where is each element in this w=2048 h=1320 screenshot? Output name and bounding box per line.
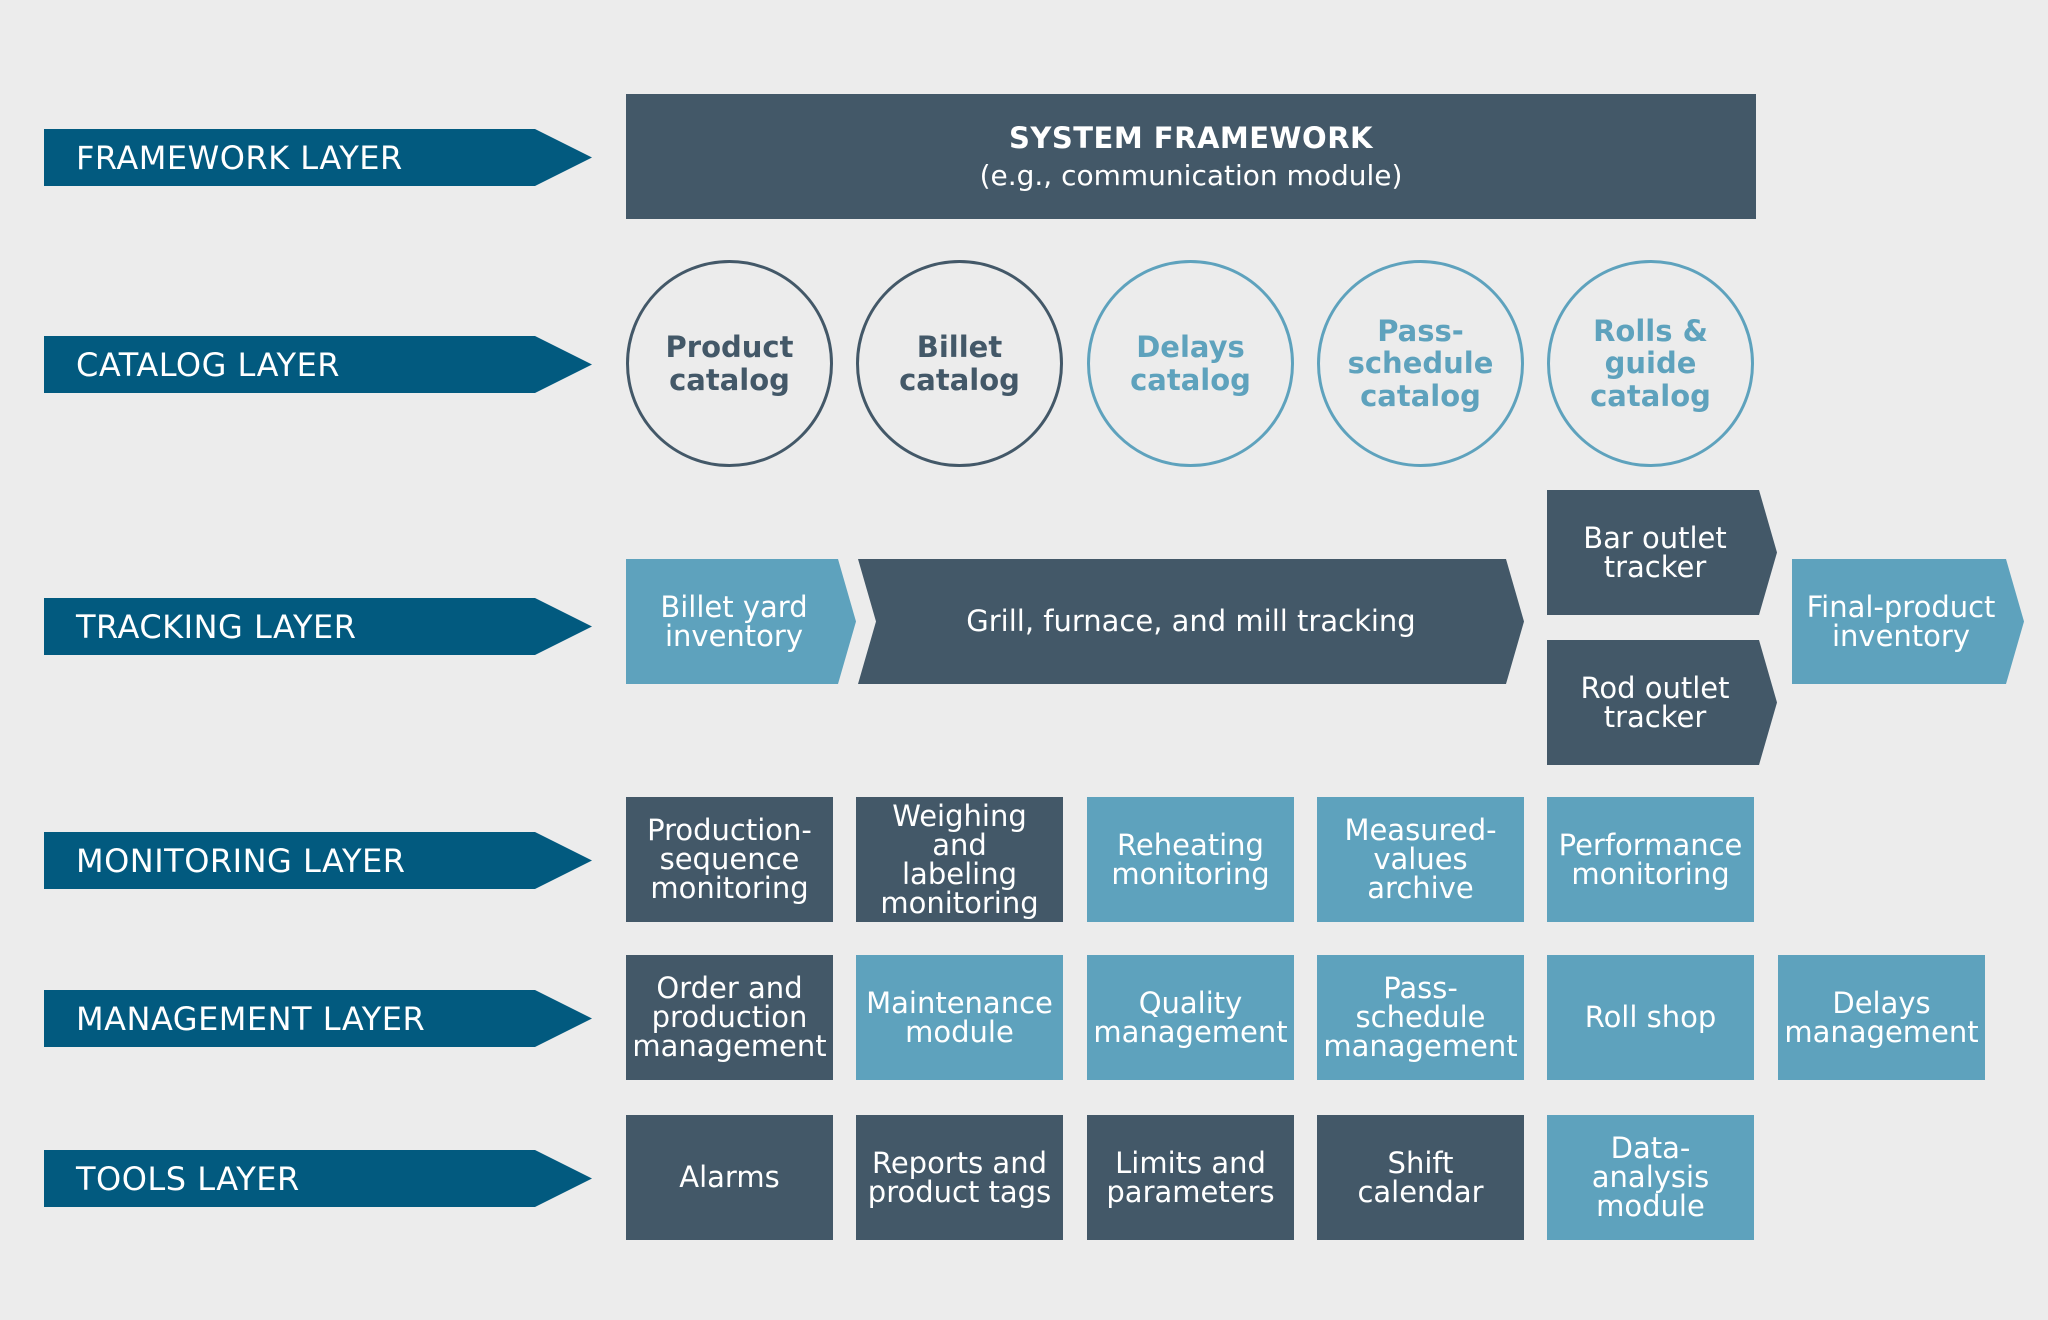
pass-schedule-catalog-label: Pass- schedule catalog	[1347, 313, 1494, 413]
alarms-label: Alarms	[679, 1160, 780, 1194]
weighing-labeling-monitoring-label: Weighing and labeling monitoring	[880, 798, 1039, 920]
shift-calendar-box: Shift calendar	[1317, 1115, 1524, 1240]
reheating-monitoring-label: Reheating monitoring	[1111, 827, 1270, 891]
grill-furnace-mill-tracking-label: Grill, furnace, and mill tracking	[966, 604, 1416, 638]
billet-yard-inventory-label: Billet yard inventory	[660, 589, 808, 653]
pass-schedule-catalog-circle: Pass- schedule catalog	[1317, 260, 1524, 467]
order-production-management-label: Order and production management	[632, 971, 827, 1063]
billet-yard-inventory-box: Billet yard inventory	[626, 559, 856, 684]
shift-calendar-label: Shift calendar	[1357, 1145, 1484, 1209]
data-analysis-module-label: Data-analysis module	[1591, 1131, 1710, 1223]
measured-values-archive-box: Measured- values archive	[1317, 797, 1524, 922]
framework-layer-label: FRAMEWORK LAYER	[44, 129, 592, 186]
reports-product-tags-box: Reports and product tags	[856, 1115, 1063, 1240]
quality-management-box: Quality management	[1087, 955, 1294, 1080]
product-catalog-circle: Product catalog	[626, 260, 833, 467]
rod-outlet-tracker-label: Rod outlet tracker	[1580, 670, 1730, 734]
roll-shop-box: Roll shop	[1547, 955, 1754, 1080]
quality-management-label: Quality management	[1093, 985, 1288, 1049]
billet-catalog-circle: Billet catalog	[856, 260, 1063, 467]
reports-product-tags-label: Reports and product tags	[867, 1145, 1052, 1209]
final-product-inventory-box: Final-product inventory	[1792, 559, 2024, 684]
grill-furnace-mill-tracking-box: Grill, furnace, and mill tracking	[858, 559, 1524, 684]
pass-schedule-management-label: Pass- schedule management	[1323, 971, 1518, 1063]
product-catalog-label: Product catalog	[665, 330, 794, 397]
bar-outlet-tracker-label: Bar outlet tracker	[1583, 520, 1727, 584]
maintenance-module-label: Maintenance module	[866, 985, 1053, 1049]
data-analysis-module-box: Data-analysis module	[1547, 1115, 1754, 1240]
system-framework-box: SYSTEM FRAMEWORK (e.g., communication mo…	[626, 94, 1756, 219]
tracking-layer-label: TRACKING LAYER	[44, 598, 592, 655]
bar-outlet-tracker-box: Bar outlet tracker	[1547, 490, 1777, 615]
production-sequence-monitoring-label: Production- sequence monitoring	[647, 813, 812, 905]
performance-monitoring-box: Performance monitoring	[1547, 797, 1754, 922]
alarms-box: Alarms	[626, 1115, 833, 1240]
system-framework-title: SYSTEM FRAMEWORK	[1008, 121, 1373, 155]
final-product-inventory-label: Final-product inventory	[1806, 589, 1996, 653]
delays-catalog-label: Delays catalog	[1130, 330, 1251, 397]
performance-monitoring-label: Performance monitoring	[1558, 827, 1743, 891]
limits-parameters-label: Limits and parameters	[1106, 1145, 1275, 1209]
tools-layer-label: TOOLS LAYER	[44, 1150, 592, 1207]
weighing-labeling-monitoring-box: Weighing and labeling monitoring	[856, 797, 1063, 922]
management-layer-label: MANAGEMENT LAYER	[44, 990, 592, 1047]
production-sequence-monitoring-box: Production- sequence monitoring	[626, 797, 833, 922]
measured-values-archive-label: Measured- values archive	[1344, 813, 1497, 905]
reheating-monitoring-box: Reheating monitoring	[1087, 797, 1294, 922]
system-framework-subtitle: (e.g., communication module)	[979, 159, 1403, 192]
delays-catalog-circle: Delays catalog	[1087, 260, 1294, 467]
rolls-guide-catalog-circle: Rolls & guide catalog	[1547, 260, 1754, 467]
billet-catalog-label: Billet catalog	[899, 330, 1020, 397]
limits-parameters-box: Limits and parameters	[1087, 1115, 1294, 1240]
pass-schedule-management-box: Pass- schedule management	[1317, 955, 1524, 1080]
rolls-guide-catalog-label: Rolls & guide catalog	[1590, 313, 1711, 413]
catalog-layer-label: CATALOG LAYER	[44, 336, 592, 393]
monitoring-layer-label: MONITORING LAYER	[44, 832, 592, 889]
roll-shop-label: Roll shop	[1584, 1000, 1717, 1034]
delays-management-box: Delays management	[1778, 955, 1985, 1080]
rod-outlet-tracker-box: Rod outlet tracker	[1547, 640, 1777, 765]
maintenance-module-box: Maintenance module	[856, 955, 1063, 1080]
order-production-management-box: Order and production management	[626, 955, 833, 1080]
delays-management-label: Delays management	[1784, 985, 1979, 1049]
